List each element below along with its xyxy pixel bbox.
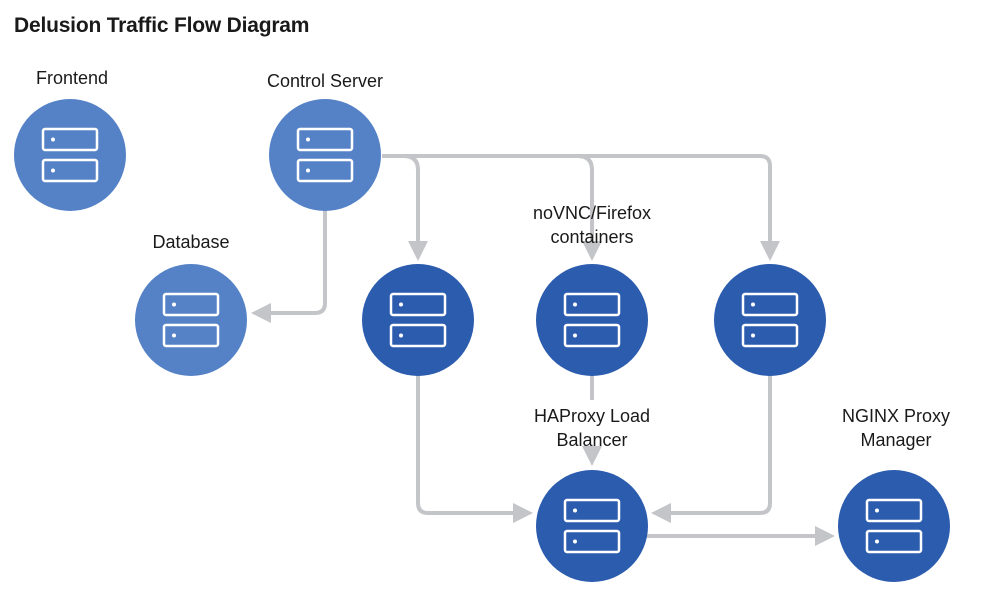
edge-control-to-novnc xyxy=(577,154,602,261)
label-novnc-containers: noVNC/Firefox containers xyxy=(532,203,652,247)
node-container-right xyxy=(714,264,826,376)
node-database xyxy=(135,264,247,376)
label-frontend: Frontend xyxy=(35,68,109,88)
label-control-server: Control Server xyxy=(266,71,384,91)
diagram-title: Delusion Traffic Flow Diagram xyxy=(14,14,310,37)
label-nginx: NGINX Proxy Manager xyxy=(841,406,951,450)
edge-container-left-to-haproxy xyxy=(416,374,533,523)
edge-control-to-container-left xyxy=(403,154,428,261)
server-icon xyxy=(563,292,621,348)
server-icon xyxy=(41,127,99,183)
server-icon xyxy=(563,498,621,554)
node-container-left xyxy=(362,264,474,376)
node-frontend xyxy=(14,99,126,211)
server-icon xyxy=(741,292,799,348)
server-icon xyxy=(389,292,447,348)
node-novnc-containers xyxy=(536,264,648,376)
node-control-server xyxy=(269,99,381,211)
edge-control-bus xyxy=(382,154,780,261)
node-nginx xyxy=(838,470,950,582)
edge-container-right-to-haproxy xyxy=(651,374,772,523)
server-icon xyxy=(162,292,220,348)
node-haproxy xyxy=(536,470,648,582)
label-database: Database xyxy=(152,232,230,252)
label-haproxy: HAProxy Load Balancer xyxy=(533,406,651,450)
edge-control-to-database xyxy=(251,210,327,323)
server-icon xyxy=(865,498,923,554)
server-icon xyxy=(296,127,354,183)
